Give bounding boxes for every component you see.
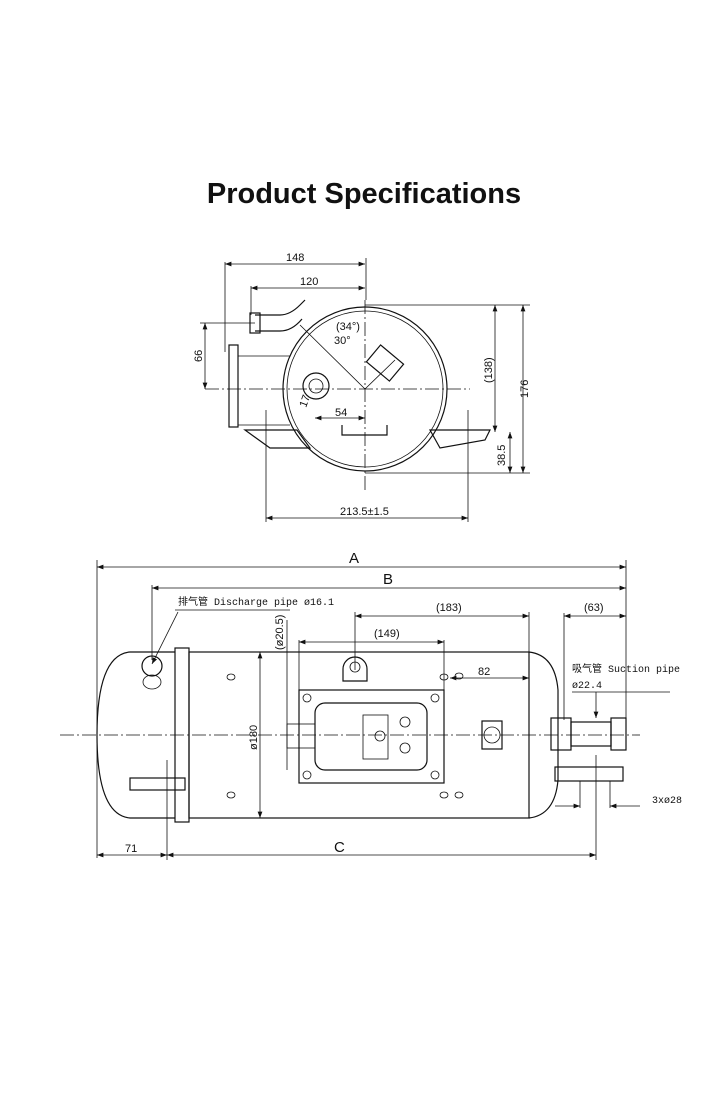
lifting-lug — [342, 656, 368, 682]
dim-138: (138) — [483, 357, 495, 383]
discharge-pipe — [255, 299, 306, 332]
suction-pipe-fitting — [550, 717, 572, 751]
dim-A: A — [349, 550, 359, 567]
dim-120: 120 — [300, 276, 318, 288]
suction-pipe-label: 吸气管 Suction pipe — [572, 662, 680, 676]
dim-34-deg: (34°) — [336, 321, 360, 333]
dim-B: B — [383, 571, 393, 588]
dim-63: (63) — [584, 602, 604, 614]
bottom-bracket — [341, 425, 388, 436]
mount-foot — [554, 766, 624, 782]
terminal-cover-plate — [298, 689, 445, 784]
dim-176: 176 — [519, 380, 531, 398]
top-view: 148 120 66 (34°) 30° 17 54 (138) 176 38.… — [193, 252, 531, 522]
terminal-cover — [314, 702, 428, 771]
suction-pipe-diameter: ø22.4 — [572, 681, 602, 692]
dim-66: 66 — [193, 350, 205, 362]
dim-82: 82 — [478, 666, 490, 678]
dim-17: 17 — [298, 393, 313, 409]
side-bracket — [228, 344, 239, 428]
mount-holes-label: 3xø28 — [652, 796, 682, 807]
dim-183: (183) — [436, 602, 462, 614]
dim-54: 54 — [335, 407, 347, 419]
dim-phi20-5: (ø20.5) — [274, 615, 286, 650]
dim-38-5: 38.5 — [496, 445, 508, 466]
ground-terminal — [481, 720, 503, 750]
mount-foot-left — [243, 429, 312, 449]
dim-30-deg: 30° — [334, 335, 351, 347]
dim-149: (149) — [374, 628, 400, 640]
discharge-fitting — [302, 372, 330, 400]
discharge-pipe-label: 排气管 Discharge pipe ø16.1 — [178, 595, 334, 609]
side-view: A B 排气管 Discharge pipe ø16.1 (183) (149)… — [60, 550, 682, 860]
mount-foot-right — [428, 429, 491, 449]
dim-213-5: 213.5±1.5 — [340, 506, 389, 518]
dim-148: 148 — [286, 252, 304, 264]
page-title: Product Specifications — [206, 178, 522, 210]
terminal-block — [362, 714, 389, 760]
dim-C: C — [334, 839, 345, 856]
dim-phi180: ø180 — [248, 725, 260, 750]
dim-71: 71 — [125, 843, 137, 855]
terminal-block — [365, 344, 405, 382]
bracket-tab — [129, 777, 186, 791]
